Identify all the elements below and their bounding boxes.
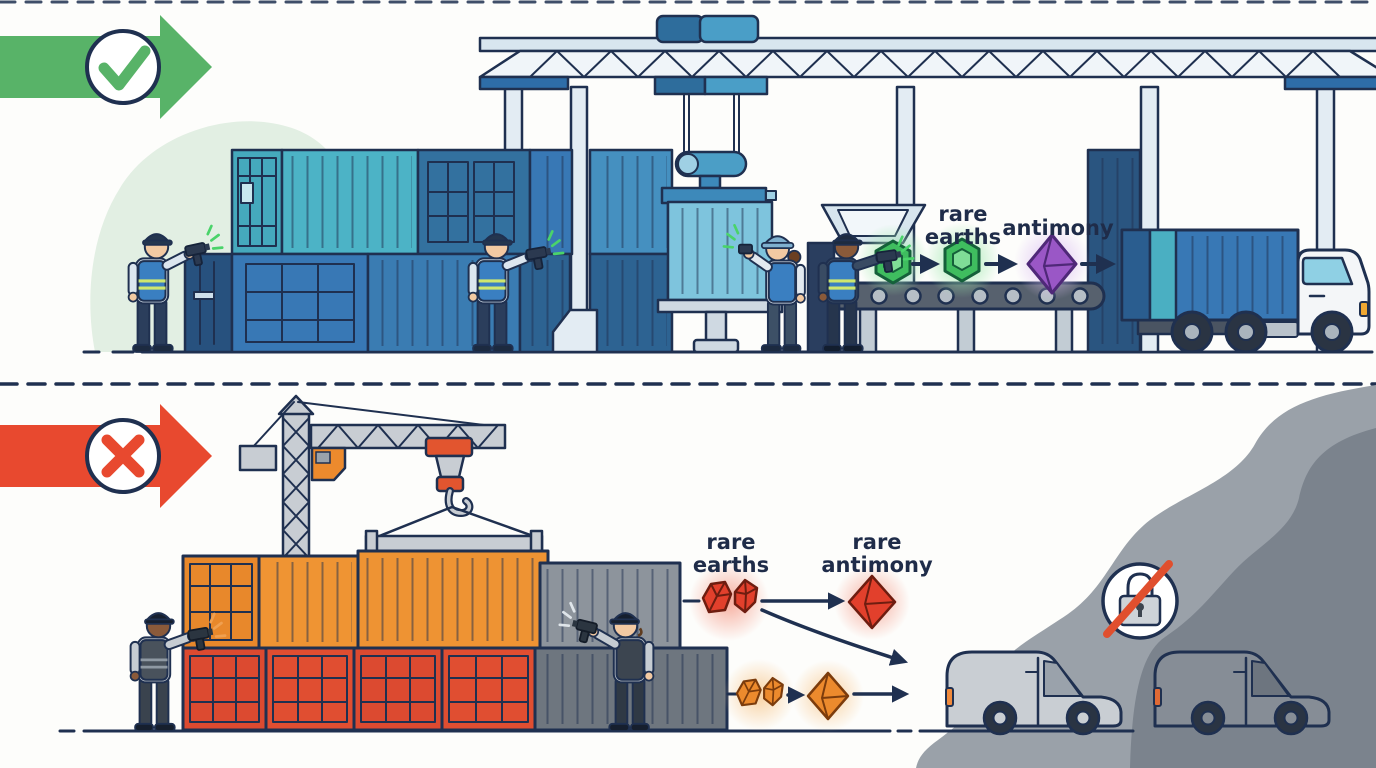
label-rare-earths-bottom-2: earths bbox=[693, 553, 769, 577]
rare-earth-gem-2 bbox=[943, 237, 981, 283]
counterweight bbox=[238, 444, 278, 472]
scanned-light-container bbox=[656, 200, 784, 354]
gantry-crane-truss bbox=[478, 14, 1376, 91]
orange-ribbed-container bbox=[257, 554, 360, 650]
label-rare-earths-top-1: rare bbox=[938, 202, 987, 226]
van-taillight bbox=[1153, 687, 1162, 707]
tower-crane bbox=[238, 394, 544, 570]
truck-headlight bbox=[1359, 301, 1369, 317]
truck-wheels bbox=[1170, 310, 1354, 354]
customs-officer-middle bbox=[467, 230, 565, 353]
rejected-arrow-banner bbox=[0, 404, 212, 508]
illicit-mineral-flow: rare earths rare antimony bbox=[682, 530, 933, 732]
handheld-scanner bbox=[525, 246, 552, 271]
label-rare-antimony-2: antimony bbox=[821, 553, 933, 577]
container-dark-ribbed bbox=[518, 252, 674, 354]
smuggler-guard-middle bbox=[558, 601, 655, 732]
scanner-flash bbox=[547, 230, 565, 256]
gray-van-rear bbox=[1153, 650, 1331, 736]
lifted-orange-container bbox=[356, 549, 550, 650]
handheld-scanner bbox=[187, 626, 214, 651]
spreader-bar bbox=[364, 534, 544, 553]
scanner-flash bbox=[209, 612, 227, 638]
container-blue-ribbed bbox=[588, 148, 674, 256]
verdict-circle bbox=[85, 29, 161, 105]
hair bbox=[637, 627, 643, 637]
gray-van-front bbox=[945, 650, 1123, 736]
broken-red-ore bbox=[701, 578, 759, 614]
lock-slash-icon bbox=[1101, 560, 1179, 640]
gray-bottom-container bbox=[533, 646, 729, 732]
hook-trolley bbox=[424, 436, 474, 458]
container-teal-ribbed bbox=[280, 148, 420, 256]
handheld-scanner bbox=[738, 243, 753, 255]
van-windshield bbox=[1043, 660, 1082, 697]
crane-trolley bbox=[655, 14, 705, 44]
red-container-row bbox=[181, 646, 537, 732]
label-antimony-top: antimony bbox=[1002, 216, 1114, 240]
crane-leg-foot bbox=[551, 308, 599, 354]
scanner-flash bbox=[558, 601, 576, 628]
label-rare-earths-top-2: earths bbox=[925, 225, 1001, 249]
top-panel-compliant: rare earths antimony bbox=[0, 0, 1376, 354]
handheld-scanner bbox=[184, 242, 211, 267]
compliant-mineral-flow: rare earths antimony bbox=[857, 202, 1116, 300]
container-navy-door bbox=[183, 252, 234, 354]
container-blue-door-framed bbox=[230, 252, 370, 354]
scanner-flash bbox=[897, 235, 915, 261]
container-stand bbox=[656, 298, 784, 314]
orange-crystal bbox=[806, 671, 850, 721]
label-rare-earths-bottom-1: rare bbox=[706, 530, 755, 554]
label-rare-antimony-1: rare bbox=[852, 530, 901, 554]
orange-container-stack bbox=[181, 549, 729, 732]
van-windshield bbox=[1251, 660, 1290, 697]
slash-mark bbox=[1103, 560, 1173, 638]
van-taillight bbox=[945, 687, 954, 707]
container-blue-doors bbox=[416, 148, 532, 256]
smuggler-guard-left bbox=[129, 612, 227, 732]
container-blue-ribbed-small bbox=[528, 148, 574, 256]
truck-windshield bbox=[1301, 256, 1354, 286]
customs-officer-conveyor bbox=[817, 233, 915, 353]
inspector-with-helmet bbox=[722, 223, 806, 353]
customs-officer-left bbox=[127, 224, 224, 353]
scanner-flash bbox=[722, 223, 740, 249]
red-antimony-crystal bbox=[847, 574, 897, 630]
handheld-scanner bbox=[875, 249, 902, 273]
antimony-crystal bbox=[1026, 233, 1078, 295]
x-icon bbox=[101, 434, 145, 478]
bottom-panel-illicit: rare earths rare antimony bbox=[0, 385, 1376, 768]
check-icon bbox=[98, 45, 151, 91]
broken-orange-ore bbox=[735, 676, 784, 707]
container-teal-door bbox=[230, 148, 284, 256]
curved-arrow-to-van bbox=[760, 608, 909, 666]
handheld-scanner bbox=[571, 618, 598, 644]
approved-arrow-banner bbox=[0, 15, 212, 119]
cargo-truck bbox=[1120, 228, 1371, 354]
blue-container-stack bbox=[183, 148, 674, 354]
scanner-flash bbox=[206, 224, 224, 250]
